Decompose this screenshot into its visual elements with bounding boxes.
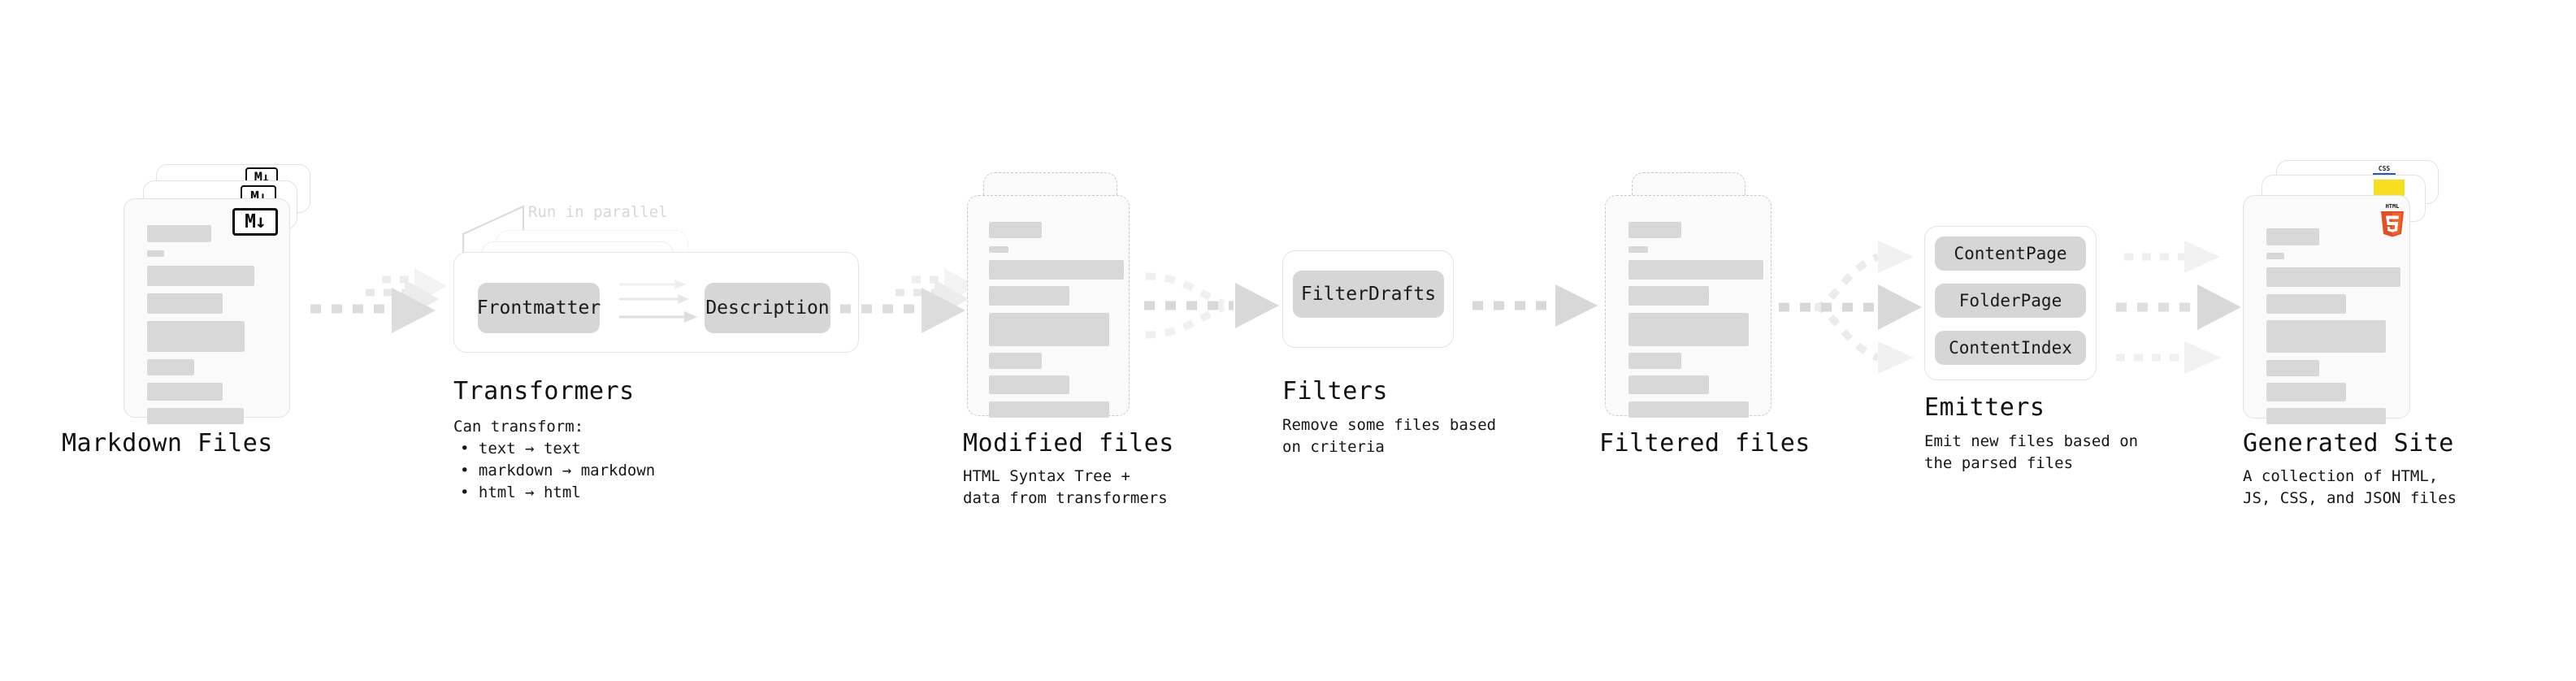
skeleton-bar bbox=[2266, 320, 2386, 353]
skeleton-bar bbox=[2266, 267, 2400, 287]
emitter-chip-folderpage[interactable]: FolderPage bbox=[1935, 284, 2086, 318]
skeleton-bar bbox=[1628, 401, 1749, 418]
stage-title-generated-site: Generated Site bbox=[2243, 429, 2454, 458]
js-icon bbox=[2374, 180, 2405, 196]
skeleton-bar bbox=[1628, 313, 1749, 346]
emitter-chip-label: ContentPage bbox=[1954, 244, 2067, 263]
emitter-chip-contentindex[interactable]: ContentIndex bbox=[1935, 331, 2086, 365]
svg-text:CSS: CSS bbox=[2379, 165, 2391, 172]
skeleton-bar bbox=[989, 375, 1069, 394]
skeleton-bar bbox=[989, 313, 1109, 346]
skeleton-bar bbox=[989, 286, 1069, 306]
connector-transformers-to-modified bbox=[837, 268, 977, 343]
stage-title-filtered-files: Filtered files bbox=[1599, 429, 1811, 458]
transformer-chip-frontmatter[interactable]: Frontmatter bbox=[476, 283, 601, 333]
filter-chip-filterdrafts[interactable]: FilterDrafts bbox=[1293, 271, 1444, 318]
run-in-parallel-note: Run in parallel bbox=[528, 203, 668, 221]
connector-md-to-transformers bbox=[307, 268, 447, 343]
transformer-inner-arrows bbox=[619, 280, 697, 323]
skeleton-bar bbox=[2266, 383, 2346, 401]
skeleton-bar bbox=[989, 260, 1124, 280]
skeleton-bar bbox=[1628, 353, 1681, 369]
skeleton-bar bbox=[2266, 294, 2346, 314]
skeleton-bar bbox=[989, 353, 1042, 369]
skeleton-bar bbox=[989, 246, 1008, 253]
skeleton-bar bbox=[147, 266, 254, 286]
css-icon: CSS bbox=[2373, 165, 2396, 176]
emitter-chip-label: FolderPage bbox=[1958, 291, 2062, 310]
skeleton-bar bbox=[147, 383, 223, 401]
stage-subtitle-emitters: Emit new files based on the parsed files bbox=[1924, 432, 2139, 472]
site-card-front bbox=[2243, 195, 2410, 424]
transformers-bullets: Can transform: bbox=[453, 416, 583, 438]
skeleton-bar bbox=[1628, 286, 1709, 306]
stage-title-markdown-files: Markdown Files bbox=[62, 429, 273, 458]
skeleton-bar bbox=[1628, 375, 1709, 394]
stage-title-filters: Filters bbox=[1282, 377, 1388, 406]
skeleton-bar bbox=[147, 321, 245, 352]
stage-title-emitters: Emitters bbox=[1924, 393, 2045, 422]
emitter-chip-contentpage[interactable]: ContentPage bbox=[1935, 236, 2086, 271]
skeleton-bar bbox=[2266, 253, 2284, 259]
modified-card-front bbox=[967, 195, 1130, 418]
html5-icon: HTML bbox=[2381, 203, 2404, 237]
stage-subtitle-filters: Remove some files based on criteria bbox=[1282, 416, 1497, 456]
skeleton-bar bbox=[989, 401, 1109, 418]
filtered-card-front bbox=[1605, 195, 1772, 418]
transformer-chip-description[interactable]: Description bbox=[705, 283, 830, 333]
stage-subtitle-modified-files: HTML Syntax Tree + data from transformer… bbox=[963, 467, 1168, 507]
skeleton-bar bbox=[147, 225, 211, 242]
stage-subtitle-generated-site: A collection of HTML, JS, CSS, and JSON … bbox=[2243, 467, 2457, 507]
transformer-chip-label: Description bbox=[705, 297, 830, 319]
skeleton-bar bbox=[1628, 260, 1763, 280]
connector-filtered-to-emitters bbox=[1776, 229, 1934, 388]
skeleton-bar bbox=[1628, 222, 1681, 238]
skeleton-bar bbox=[1628, 246, 1648, 253]
filter-chip-label: FilterDrafts bbox=[1300, 284, 1437, 305]
stage-title-modified-files: Modified files bbox=[963, 429, 1174, 458]
bullets-intro: Can transform: bbox=[453, 418, 584, 436]
transformer-chip-label: Frontmatter bbox=[476, 297, 601, 319]
svg-text:HTML: HTML bbox=[2386, 203, 2400, 210]
emitter-chip-label: ContentIndex bbox=[1949, 338, 2072, 358]
skeleton-bar bbox=[989, 222, 1042, 238]
connector-modified-to-filters bbox=[1134, 258, 1289, 356]
skeleton-bar bbox=[147, 359, 194, 375]
skeleton-bar bbox=[147, 250, 164, 257]
skeleton-bar bbox=[2266, 408, 2386, 424]
skeleton-bar bbox=[147, 408, 244, 424]
transformers-bullet-2: • markdown → markdown bbox=[460, 462, 656, 479]
connector-emitters-to-site bbox=[2113, 229, 2259, 388]
skeleton-bar bbox=[2266, 228, 2319, 245]
connector-filters-to-filtered bbox=[1469, 283, 1599, 332]
run-in-parallel-bracket bbox=[462, 205, 525, 255]
markdown-icon: M↓ bbox=[232, 208, 278, 236]
stage-title-transformers: Transformers bbox=[453, 377, 635, 406]
skeleton-bar bbox=[2266, 360, 2319, 376]
transformers-bullet-1: • text → text bbox=[460, 440, 581, 458]
skeleton-bar bbox=[147, 293, 223, 314]
transformers-bullet-3: • html → html bbox=[460, 484, 581, 501]
